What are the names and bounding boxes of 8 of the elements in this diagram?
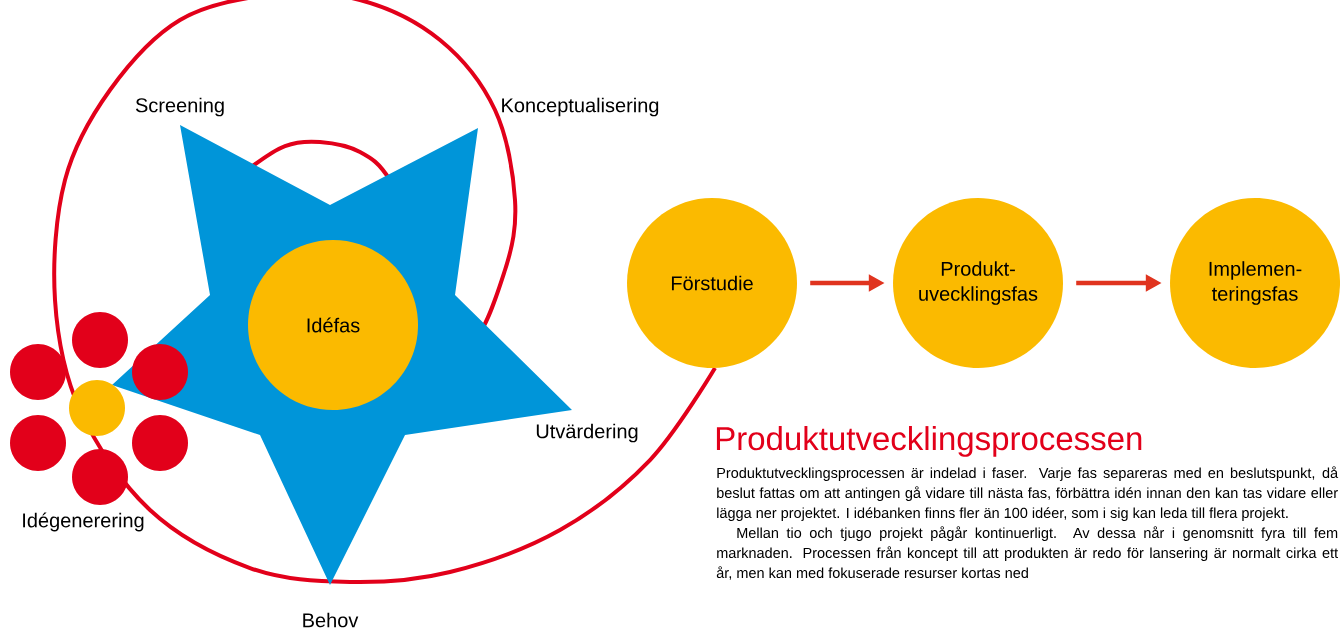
paragraph: Produktutvecklingsprocessen är indelad i faser. Varje fas separeras med en beslutspunkt, då beslut fattas om att antingen gå vidare till nästa fas, förbättra idén innan den kan tas vidare eller lägga ner projektet. I idébanken finns fler än 100 idéer, som i sig kan leda till flera projekt. <box>717 466 1339 521</box>
phase-label: Behov <box>303 612 359 628</box>
paragraph: Mellan tio och tjugo projekt pågår kontinuerligt. Av dessa når i genomsnitt fyra till fem marknaden. Processen från koncept till att produkten är redo för lansering är normalt cirka ett år, men kan med fokuserade resurser kortas ned <box>716 526 1338 580</box>
phase-label: Screening <box>135 97 224 117</box>
phase-label: Utvärdering <box>536 423 638 443</box>
phase-label: Idégenerering <box>23 512 144 532</box>
phase-label: Konceptualisering <box>502 97 659 117</box>
heading: Produktutvecklingsprocessen <box>716 426 1142 457</box>
